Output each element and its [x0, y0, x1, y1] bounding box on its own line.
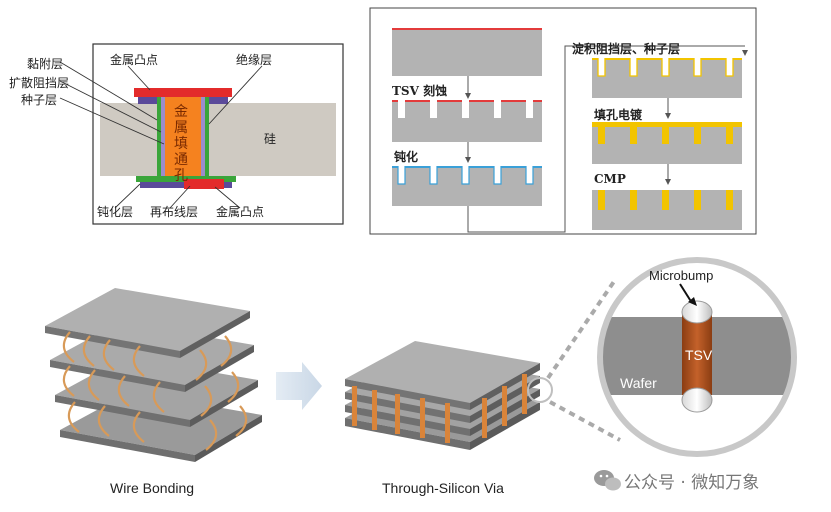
label-tsv-etch: TSV 刻蚀 — [392, 84, 448, 98]
tsv-column — [682, 315, 712, 395]
process-flow — [369, 7, 757, 235]
wafer-tsv-etch — [392, 100, 542, 142]
label-passivation-step: 钝化 — [394, 150, 419, 164]
label-wafer: Wafer — [620, 375, 657, 391]
top-metal-bump — [134, 88, 232, 97]
label-cmp: CMP — [594, 172, 626, 186]
bond-wires — [62, 331, 248, 451]
label-seed-layer: 种子层 — [21, 93, 58, 107]
via-wall-barrier — [161, 97, 165, 181]
wafer-barrier-seed — [592, 58, 742, 98]
tsv-interconnects — [352, 374, 527, 443]
label-silicon: 硅 — [264, 132, 277, 146]
wechat-icon — [594, 470, 621, 491]
label-metal-fill-via: 金属填通孔 — [174, 104, 188, 184]
label-adhesion-layer: 黏附层 — [27, 57, 64, 71]
caption-wire-bonding: Wire Bonding — [110, 480, 195, 496]
label-tsv: TSV — [685, 347, 713, 363]
label-passivation-layer: 钝化层 — [97, 205, 134, 219]
bottom-metal-bump — [184, 179, 224, 189]
via-metal-fill — [165, 97, 201, 181]
caption-through-silicon-via: Through-Silicon Via — [382, 480, 504, 496]
wafer-via-plating — [592, 122, 742, 164]
wire-bond-chip — [45, 288, 250, 358]
zoom-circle — [597, 257, 797, 457]
wafer-initial — [392, 28, 542, 76]
tsv-stack — [345, 341, 553, 450]
zoom-lines — [546, 278, 621, 442]
tsv-cross-section — [59, 43, 344, 225]
wire-bonding-stack — [45, 288, 262, 462]
label-diffusion-barrier: 扩散阻挡层 — [9, 76, 70, 90]
label-microbump: Microbump — [649, 268, 714, 283]
label-barrier-seed-deposition: 淀积阻挡层、种子层 — [572, 42, 681, 56]
label-redistribution-layer: 再布线层 — [150, 205, 199, 219]
label-metal-bump-bottom: 金属凸点 — [216, 205, 265, 219]
label-insulation-layer: 绝缘层 — [236, 53, 273, 67]
watermark-text: 公众号 · 微知万象 — [624, 473, 760, 493]
wafer-passivation — [392, 166, 542, 206]
wafer-cmp — [592, 190, 742, 230]
silicon-body — [100, 103, 336, 176]
transition-arrow — [276, 362, 322, 410]
via-wall-adhesion — [157, 97, 161, 181]
label-metal-bump-top: 金属凸点 — [110, 53, 159, 67]
label-via-plating: 填孔电镀 — [594, 108, 643, 122]
